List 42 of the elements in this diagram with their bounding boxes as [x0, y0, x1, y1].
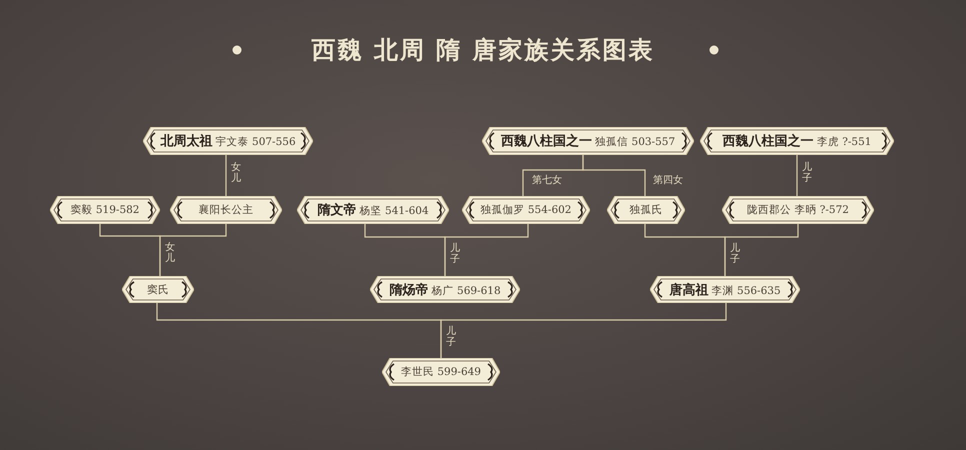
name-plaque — [462, 196, 590, 224]
name-plaque — [170, 196, 282, 224]
lineage-line — [225, 155, 227, 196]
person-name: 西魏八柱国之一 李虎 ?-551 — [722, 132, 872, 150]
person-name: 窦氏 — [147, 282, 169, 296]
name-plaque — [143, 127, 313, 155]
name-plaque — [50, 196, 160, 224]
person-name: 独孤氏 — [630, 203, 662, 217]
lineage-line — [159, 224, 227, 276]
name-plaque — [650, 276, 800, 303]
lineage-line — [444, 224, 529, 276]
edge-label: 女儿 — [165, 242, 175, 264]
person-name: 隋文帝 杨坚 541-604 — [317, 202, 429, 219]
edge-label: 儿子 — [450, 243, 460, 265]
edge-label: 儿子 — [802, 162, 812, 184]
name-plaque — [722, 196, 874, 224]
person-name: 唐高祖 李渊 556-635 — [669, 282, 781, 298]
lineage-line — [582, 155, 646, 196]
person-name: 北周太祖 宇文泰 507-556 — [160, 133, 296, 150]
lineage-line — [796, 155, 798, 196]
person-name: 独孤伽罗 554-602 — [480, 203, 572, 217]
name-plaque — [122, 276, 194, 303]
name-plaque — [382, 358, 500, 386]
lineage-line — [440, 303, 727, 358]
title: 西魏 北周 隋 唐家族关系图表 — [311, 35, 655, 64]
edge-label: 儿子 — [730, 243, 740, 265]
edge-label: 第四女 — [653, 175, 683, 186]
name-plaque — [700, 127, 894, 155]
name-plaque — [297, 196, 449, 224]
name-plaque — [482, 127, 694, 155]
name-plaque — [607, 196, 685, 224]
edge-label: 儿子 — [446, 326, 456, 348]
edge-label: 女儿 — [231, 162, 241, 184]
lineage-line — [724, 224, 799, 276]
person-name: 襄阳长公主 — [198, 203, 254, 217]
edge-label: 第七女 — [532, 175, 562, 186]
name-plaque — [370, 276, 520, 303]
person-name: 窦毅 519-582 — [70, 203, 140, 217]
person-name: 李世民 599-649 — [401, 365, 481, 379]
person-name: 西魏八柱国之一 独孤信 503-557 — [500, 132, 676, 150]
person-name: 隋炀帝 杨广 569-618 — [389, 282, 501, 298]
person-name: 陇西郡公 李昞 ?-572 — [747, 203, 849, 217]
